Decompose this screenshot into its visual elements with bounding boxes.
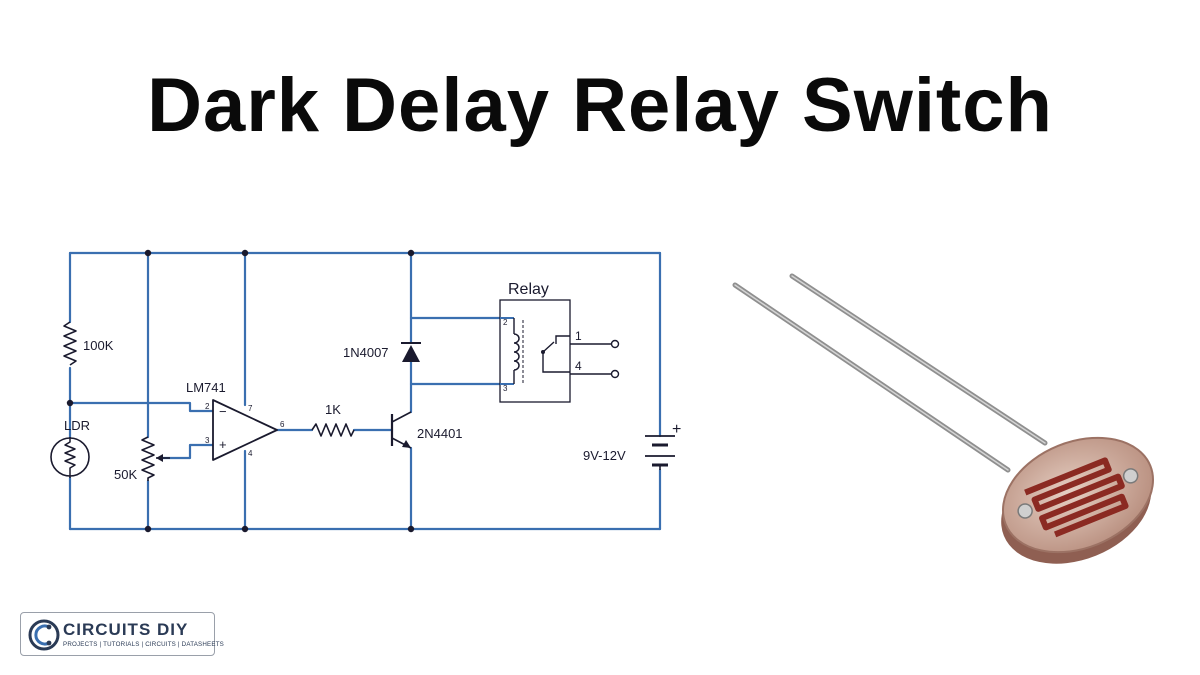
opamp-plus-sign: + <box>219 437 227 452</box>
ldr-symbol: LDR <box>50 418 90 478</box>
relay-switch-contact <box>555 335 570 344</box>
battery-plus-sign: + <box>672 421 681 438</box>
transistor-label: 2N4401 <box>417 426 463 441</box>
opamp-label: LM741 <box>186 380 226 395</box>
potentiometer-50k: 50K <box>114 436 170 482</box>
junction-dot <box>144 525 152 533</box>
relay-terminal-4 <box>610 369 620 379</box>
resistor-1k-label: 1K <box>325 402 341 417</box>
relay-coil-pin-3: 3 <box>503 384 508 393</box>
junction-dots <box>66 249 415 533</box>
transistor-emitter-arrow-icon <box>402 440 411 448</box>
logo-brand-text: CIRCUITS DIY <box>63 620 189 639</box>
opamp-pin-3: 3 <box>205 436 210 445</box>
relay-coil-pin-2: 2 <box>503 318 508 327</box>
non-inverting-input-wire <box>158 443 215 460</box>
ldr-component-illustration <box>732 273 1154 564</box>
resistor-1k-symbol <box>311 423 355 437</box>
relay-label: Relay <box>508 281 549 298</box>
resistor-100k-symbol <box>63 321 77 366</box>
junction-dot <box>241 525 249 533</box>
circuits-diy-logo[interactable]: CIRCUITS DIY PROJECTS | TUTORIALS | CIRC… <box>20 612 224 656</box>
relay-terminal-4-label: 4 <box>575 359 582 373</box>
relay-box <box>499 299 571 403</box>
ldr-label: LDR <box>64 418 90 433</box>
opamp-minus-sign: − <box>219 404 227 419</box>
pot-zigzag <box>141 436 155 481</box>
junction-dot <box>144 249 152 257</box>
ldr-electrode-right <box>1122 468 1139 484</box>
relay-switch-pivot <box>541 350 545 354</box>
inverting-input-wire <box>68 401 215 413</box>
opamp-pin-7: 7 <box>248 404 253 413</box>
resistor-1k: 1K <box>311 402 355 437</box>
junction-dot <box>407 525 415 533</box>
opamp-lm741: LM741 − + 2 3 7 4 6 <box>186 380 285 461</box>
page-title: Dark Delay Relay Switch <box>147 63 1053 148</box>
opamp-pin-6: 6 <box>280 420 285 429</box>
pot-wiper-arrow-icon <box>156 454 163 462</box>
diode-label: 1N4007 <box>343 345 389 360</box>
relay-switch-common <box>542 366 570 373</box>
circuit-schematic: 100K LDR 50K LM741 − + 2 3 7 4 6 <box>50 249 681 533</box>
relay: Relay 2 3 1 4 <box>499 281 620 403</box>
diode-1n4007: 1N4007 <box>343 342 421 362</box>
junction-dot <box>241 249 249 257</box>
opamp-pin-4: 4 <box>248 449 253 458</box>
battery-label: 9V-12V <box>583 448 626 463</box>
transistor-collector-leg <box>391 411 412 423</box>
diode-triangle <box>402 345 420 362</box>
relay-coil-icon <box>513 333 520 371</box>
ldr-lead-left-shine <box>734 284 1009 471</box>
ldr-serpentine-track-icon <box>1024 457 1129 538</box>
logo-tagline: PROJECTS | TUTORIALS | CIRCUITS | DATASH… <box>63 641 224 648</box>
junction-dot <box>66 399 74 407</box>
resistor-100k-label: 100K <box>83 338 114 353</box>
battery: + 9V-12V <box>583 421 681 470</box>
relay-terminal-1 <box>610 339 620 349</box>
opamp-triangle <box>212 399 278 461</box>
transistor-2n4401: 2N4401 <box>390 411 463 449</box>
ldr-lead-right-shine <box>791 275 1046 444</box>
ldr-resistor-zigzag <box>64 437 76 478</box>
resistor-100k: 100K <box>63 321 114 366</box>
circuits-diy-logo-icon <box>28 619 60 651</box>
opamp-pin-2: 2 <box>205 402 210 411</box>
ldr-electrode-left <box>1017 503 1033 519</box>
schematic-wires <box>68 251 662 531</box>
pot-label: 50K <box>114 467 137 482</box>
relay-terminal-1-label: 1 <box>575 329 582 343</box>
junction-dot <box>407 249 415 257</box>
